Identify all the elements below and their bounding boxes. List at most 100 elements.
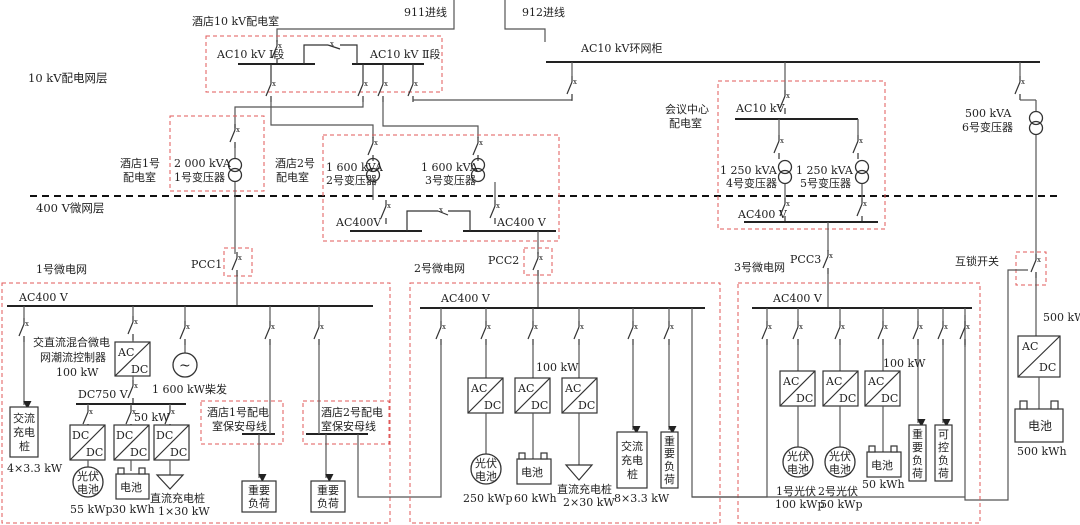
mg3-pv1-icon [782,446,814,478]
backup-bus1-label: 室保安母线 [212,419,267,433]
conference-bus-400v-label: AC400 V [737,208,788,221]
ac-label: AC [782,375,799,388]
microgrid1-title: 1号微电网 [36,262,87,276]
pcc1-label: PCC1 [191,258,222,271]
mg1-pv-icon [72,466,104,498]
conference-room-name-line2: 配电室 [669,116,702,130]
mg1-ac-charger-text: 桩 [19,439,30,453]
mg1-dcdc-charger: DC DC [153,424,190,461]
diesel-symbol: ~ [179,358,191,374]
dc-bus-label: DC750 V [78,388,129,401]
transformer-6-rating: 500 kVA [965,107,1012,120]
mg2-battery-label: 电池 [521,466,543,479]
dc-label: DC [796,392,813,405]
critical-load1-text: 负荷 [248,496,270,510]
hotel-room2-name-line2: 配电室 [276,170,309,184]
dc-label: DC [130,446,147,459]
transformer-5-name: 5号变压器 [800,176,851,190]
microgrid3-bus-label: AC400 V [772,292,823,305]
ac-label: AC [117,346,134,359]
mg2-battery-icon [516,458,552,485]
mg1-dc-charger-icon [155,474,185,490]
ac-label: AC [1021,340,1038,353]
mg2-dc-charger-icon [564,464,594,481]
mg3-ac-dc-battery: AC DC [864,370,901,407]
ac-label: AC [517,382,534,395]
pcc2-label: PCC2 [488,254,519,267]
mg1-battery-rating: 30 kWh [112,503,155,516]
ac-label: AC [867,375,884,388]
mg3-controllable-load [934,424,953,482]
mg3-controllable-load-text: 荷 [938,467,949,480]
mg2-pv-text: 电池 [475,470,497,483]
mg1-battery-icon [115,473,150,500]
backup-bus2-label: 酒店2号配电 [321,405,383,419]
conference-room-name-line1: 会议中心 [665,103,709,116]
mg3-pv2-rating: 50 kWp [820,498,863,511]
storage-converter-rating: 500 kW [1043,311,1080,324]
microgrid2-boundary [409,282,721,524]
conference-room-boundary [717,80,886,230]
ring-main-unit-label: AC10 kV环网柜 [580,42,662,55]
mg2-ac-dc-pv: AC DC [467,377,504,414]
dc-label: DC [156,429,173,442]
svg-text:x: x [439,206,443,214]
mg3-battery-label: 电池 [871,459,893,472]
pcc3-label: PCC3 [790,253,821,266]
mg2-ac-charger-text: 充电 [621,453,643,467]
hotel-room2-name-line1: 酒店2号 [275,156,315,170]
bus-10kv-section1-label: AC10 kV Ⅰ段 [216,47,284,61]
interlock-switch-boundary [1015,251,1047,286]
mg1-dc-charger-rating: 1×30 kW [158,505,210,518]
dc-rating: 50 kW [134,411,170,424]
interlock-switch[interactable] [1030,253,1042,279]
mg1-ac-charger-rating: 4×3.3 kW [7,462,63,475]
mg3-battery-icon [866,451,902,478]
mg1-ac-dc-converter: AC DC [114,341,151,377]
mg3-converter-rating: 100 kW [883,357,926,370]
mg3-battery-rating: 50 kWh [862,478,905,491]
microgrid2-title: 2号微电网 [414,261,465,275]
pcc2-switch[interactable] [532,251,544,277]
mg3-controllable-load-text: 负 [938,453,949,467]
mg3-critical-load [908,424,927,482]
dc-label: DC [484,399,501,412]
bus-10kv-section2-label: AC10 kV Ⅱ段 [369,47,440,61]
mg2-ac-charger-rating: 8×3.3 kW [614,492,670,505]
mg3-controllable-load-text: 控 [938,440,949,454]
backup-bus2-boundary [302,400,390,445]
pcc1-boundary [223,247,253,277]
transformer-4-icon [777,159,793,185]
dc-label: DC [881,392,898,405]
conference-bus-10kv-label: AC10 kV [735,102,786,115]
mg2-critical-load-text: 重 [664,434,675,448]
transformer-5-rating: 1 250 kVA [796,164,854,177]
transformer-3-name: 3号变压器 [425,173,476,187]
transformer-3-rating: 1 600 kVA [421,161,479,174]
mg3-pv2-name: 2号光伏 [818,484,858,498]
mg3-pv1-rating: 100 kWp [775,498,825,511]
critical-load1 [241,480,277,513]
dc-label: DC [170,446,187,459]
microgrid1-bus-label: AC400 V [18,291,69,304]
pcc3-switch[interactable] [822,249,834,275]
dc-label: DC [72,429,89,442]
mg2-critical-load-text: 负 [664,459,675,473]
mg2-battery-rating: 60 kWh [514,492,557,505]
mg1-battery-label: 电池 [120,481,142,494]
mg2-ac-charger-text: 桩 [627,467,638,481]
pcc1-switch[interactable] [231,251,243,277]
interlock-switch-label: 互锁开关 [955,254,999,268]
microgrid3-title: 3号微电网 [734,260,785,274]
mg2-dc-charger-rating: 2×30 kW [563,496,615,509]
mg3-ac-dc-pv1: AC DC [779,370,816,407]
backup-bus1-label: 酒店1号配电 [207,405,269,419]
mg3-pv1-text: 电池 [787,463,809,476]
mg1-controller-rating: 100 kW [56,366,99,379]
mg1-ac-charger-text: 交流 [13,411,35,425]
mg3-critical-load-text: 重 [912,427,923,441]
storage-ac-dc-converter: AC DC [1017,335,1061,378]
transformer-6-icon [1028,110,1044,136]
transformer-4-rating: 1 250 kVA [720,164,778,177]
mg3-ac-dc-pv2: AC DC [822,370,859,407]
